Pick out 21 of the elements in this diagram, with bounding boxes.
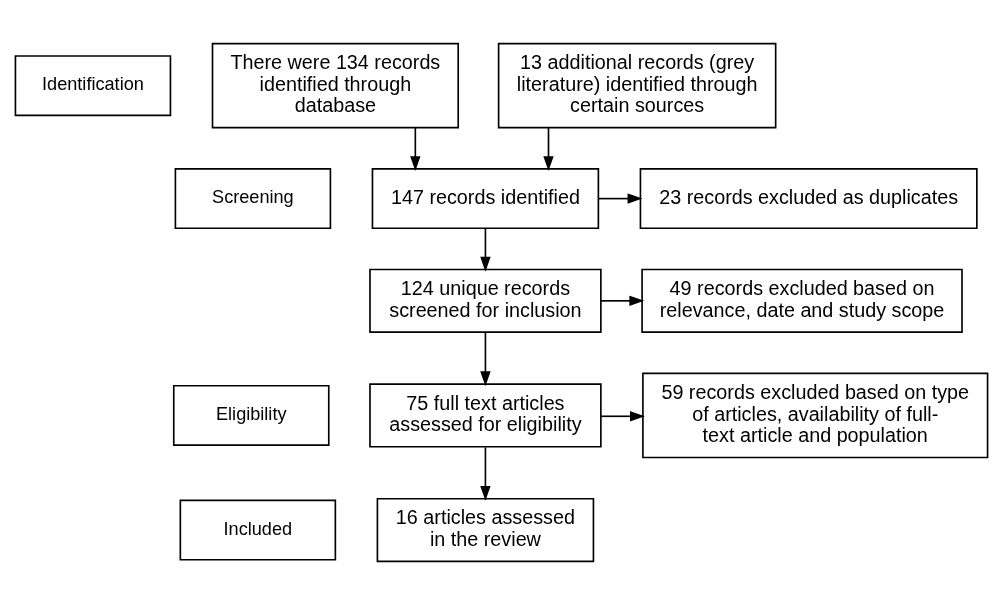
arrow [480,446,491,501]
node-box: 147 records identified [371,168,600,230]
node-box: Included [179,499,337,561]
arrow [480,331,491,387]
node-box: 124 unique records screened for inclusion [369,268,602,333]
node-box: 13 additional records (grey literature) identified through certain sources [497,42,777,129]
arrow [600,411,645,422]
node-box: Eligibility [172,384,330,446]
arrow [410,126,421,171]
node-box: 49 records excluded based on relevance, date and study scope [641,268,963,333]
node-box: There were 134 records identified through database [211,42,460,129]
node-box: 23 records excluded as duplicates [639,168,978,230]
arrow [480,227,491,272]
arrow [600,295,645,307]
arrow [543,126,554,171]
node-box: 16 articles assessed in the review [376,497,595,563]
arrow [597,193,643,204]
node-box: 59 records excluded based on type of articles, availability of full-text article and population [642,372,989,459]
node-box: Screening [174,168,332,230]
node-box: Identification [14,55,172,117]
node-box: 75 full text articles assessed for eligibility [369,383,602,448]
